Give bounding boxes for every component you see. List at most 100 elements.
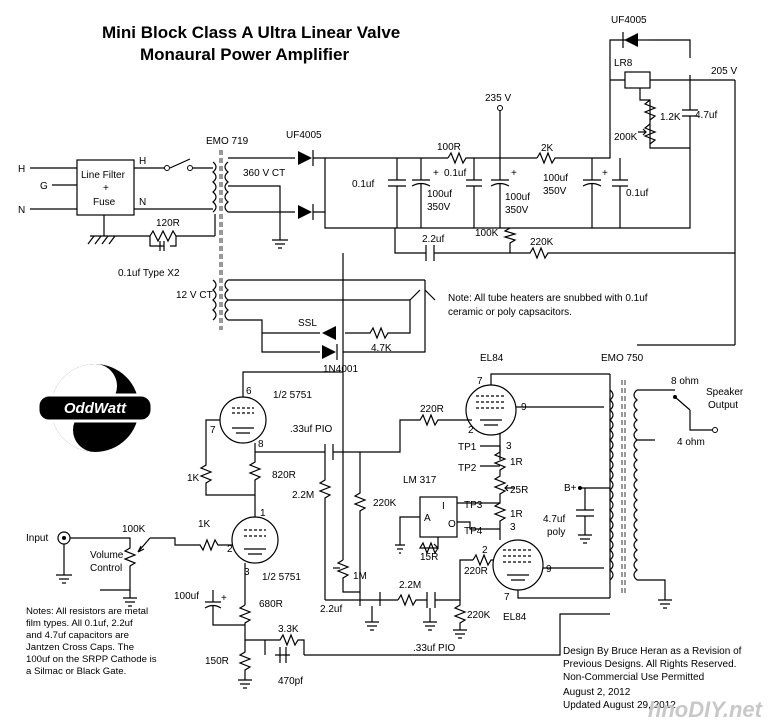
feedback-470pf-label: 470pf	[278, 676, 303, 687]
site-watermark: hnoDIY.net	[647, 697, 762, 722]
line-filter-fuse: Fuse	[93, 197, 116, 208]
feedback-3k3-label: 3.3K	[278, 624, 299, 635]
filter-out-n: N	[139, 197, 146, 208]
lm317-pin-a: A	[424, 513, 431, 524]
speaker-output-line1: Speaker	[706, 387, 744, 398]
bias-chain: TP1 TP2 TP3 TP4 1R 25R 1R 3	[458, 442, 528, 540]
bplus-cap-value: 4.7uf	[543, 514, 565, 525]
ssl-label: SSL	[298, 318, 317, 329]
heater-diode-label: 1N4001	[323, 364, 358, 375]
reg-resistor-label: 1.2K	[660, 112, 681, 123]
tp1-label: TP1	[458, 442, 477, 453]
tp2-label: TP2	[458, 463, 477, 474]
input-label: Input	[26, 533, 48, 544]
driver-1m-pot-label: 1M	[353, 571, 367, 582]
bias-25r-label: 25R	[510, 485, 528, 496]
secondary-voltage-label: 360 V CT	[243, 168, 285, 179]
lm317-15r-label: 15R	[420, 552, 438, 563]
el84-bot-pin9: 9	[546, 564, 552, 575]
ground-lift-caps-label: 0.1uf Type X2	[118, 268, 180, 279]
heater-voltage-label: 12 V CT	[176, 290, 213, 301]
speaker-output-line2: Output	[708, 400, 738, 411]
credits-line2: Previous Designs. All Rights Reserved.	[563, 659, 736, 670]
driver-2m2-label: 2.2M	[292, 490, 314, 501]
lower-coupling-label: .33uf PIO	[413, 643, 455, 654]
driver-top-pin8: 8	[258, 439, 264, 450]
driver-820r-label: 820R	[272, 470, 296, 481]
resistor-2k-label: 2K	[541, 143, 554, 154]
el84-top-grid-resistor-label: 220R	[420, 404, 444, 415]
notes-line4: Jantzen Cross Caps. The	[26, 642, 135, 653]
bias-220k-label: 220K	[530, 237, 554, 248]
bplus-tap: B+ 4.7uf poly	[543, 483, 610, 544]
lower-2m2-label: 2.2M	[399, 580, 421, 591]
cap-c2-value: 100uf	[427, 189, 452, 200]
driver-bot-pin2: 2	[227, 544, 233, 555]
lm317-pin-o: O	[448, 519, 456, 530]
cap-c4-value: 100uf	[505, 192, 530, 203]
tp3-label: TP3	[464, 500, 483, 511]
credits-line3: Non-Commercial Use Permitted	[563, 672, 704, 683]
heater-note-line1: Note: All tube heaters are snubbed with …	[448, 293, 648, 304]
ground-lift-resistor-label: 120R	[156, 218, 180, 229]
rectifier-diodes: UF4005	[286, 130, 326, 220]
heater-4k7-label: 4.7K	[371, 343, 392, 354]
cap-c6-label: 0.1uf	[626, 188, 648, 199]
volume-label-2: Control	[90, 563, 122, 574]
credits-line5: Updated August 29, 2012	[563, 700, 676, 711]
node-235v: 235 V	[485, 93, 511, 158]
cap-c4-voltage: 350V	[505, 205, 529, 216]
tap-8ohm-label: 8 ohm	[671, 376, 699, 387]
mains-g-label: G	[40, 181, 48, 192]
cathode-cap-plus: +	[221, 593, 227, 604]
reg-cap-label: 4.7uf	[695, 110, 717, 121]
lower-coupling: 2.2M .33uf PIO 220K	[397, 559, 491, 654]
chassis-ground-symbol	[87, 235, 118, 245]
driver-220k-label: 220K	[373, 498, 397, 509]
power-transformer-label: EMO 719	[206, 136, 249, 147]
regulator-lr8: UF4005 LR8 1.2K 200K 4.7uf	[611, 15, 717, 149]
driver-bot-label: 1/2 5751	[262, 572, 301, 583]
filter-out-h: H	[139, 156, 146, 167]
resistor-100r: 100R	[437, 142, 468, 165]
component-notes: Notes: All resistors are metal film type…	[26, 606, 206, 678]
oddwatt-logo: OddWatt	[36, 364, 154, 452]
tap-4ohm-label: 4 ohm	[677, 437, 705, 448]
driver-bot-pin3: 3	[244, 567, 250, 578]
cap-c2: + 100uf 350V	[411, 158, 452, 228]
el84-top: EL84 7 2 9 3	[465, 353, 610, 460]
power-transformer: EMO 719 360 V CT	[206, 136, 295, 330]
cap-c1: 0.1uf	[352, 158, 406, 228]
cathode-150r-label: 150R	[205, 656, 229, 667]
bplus-rail: 205 V	[324, 39, 737, 345]
driver-bot-pin1: 1	[260, 508, 266, 519]
line-filter-label: Line Filter	[81, 170, 126, 181]
el84-bottom: 2 9 7 EL84 220R	[464, 539, 610, 623]
driver-coupling-label: .33uf PIO	[290, 424, 332, 435]
el84-bot-label: EL84	[503, 612, 527, 623]
driver-top-pin7: 7	[210, 425, 216, 436]
el84-bot-grid-resistor-label: 220R	[464, 566, 488, 577]
credits-line4: August 2, 2012	[563, 687, 631, 698]
bplus-label: B+	[564, 483, 577, 494]
credits-block: Design By Bruce Heran as a Revision of P…	[563, 646, 742, 711]
cap-c5-plus: +	[602, 168, 608, 179]
el84-bot-pin7: 7	[504, 592, 510, 603]
el84-bot-pin3: 3	[510, 522, 516, 533]
bias-1r-a-label: 1R	[510, 457, 523, 468]
driver-fb-1k-label: 1K	[187, 473, 200, 484]
cap-c6: 0.1uf	[612, 158, 648, 228]
bias-1r-b-label: 1R	[510, 509, 523, 520]
cap-c5: + 100uf 350V	[543, 158, 608, 228]
driver-grid-1k-label: 1K	[198, 519, 211, 530]
bplus-cap-type: poly	[547, 527, 565, 538]
driver-2u2-cap-label: 2.2uf	[320, 604, 342, 615]
lm317-regulator: LM 317 I A O 15R	[395, 475, 488, 563]
resistor-2k: 2K	[536, 143, 557, 165]
heater-transformer: 12 V CT SSL 4.7K 1N4001 Note: All tube h…	[176, 279, 648, 375]
lm317-pin-i: I	[442, 501, 445, 512]
lm317-label: LM 317	[403, 475, 437, 486]
tp4-label: TP4	[464, 526, 483, 537]
cap-c2-voltage: 350V	[427, 202, 451, 213]
